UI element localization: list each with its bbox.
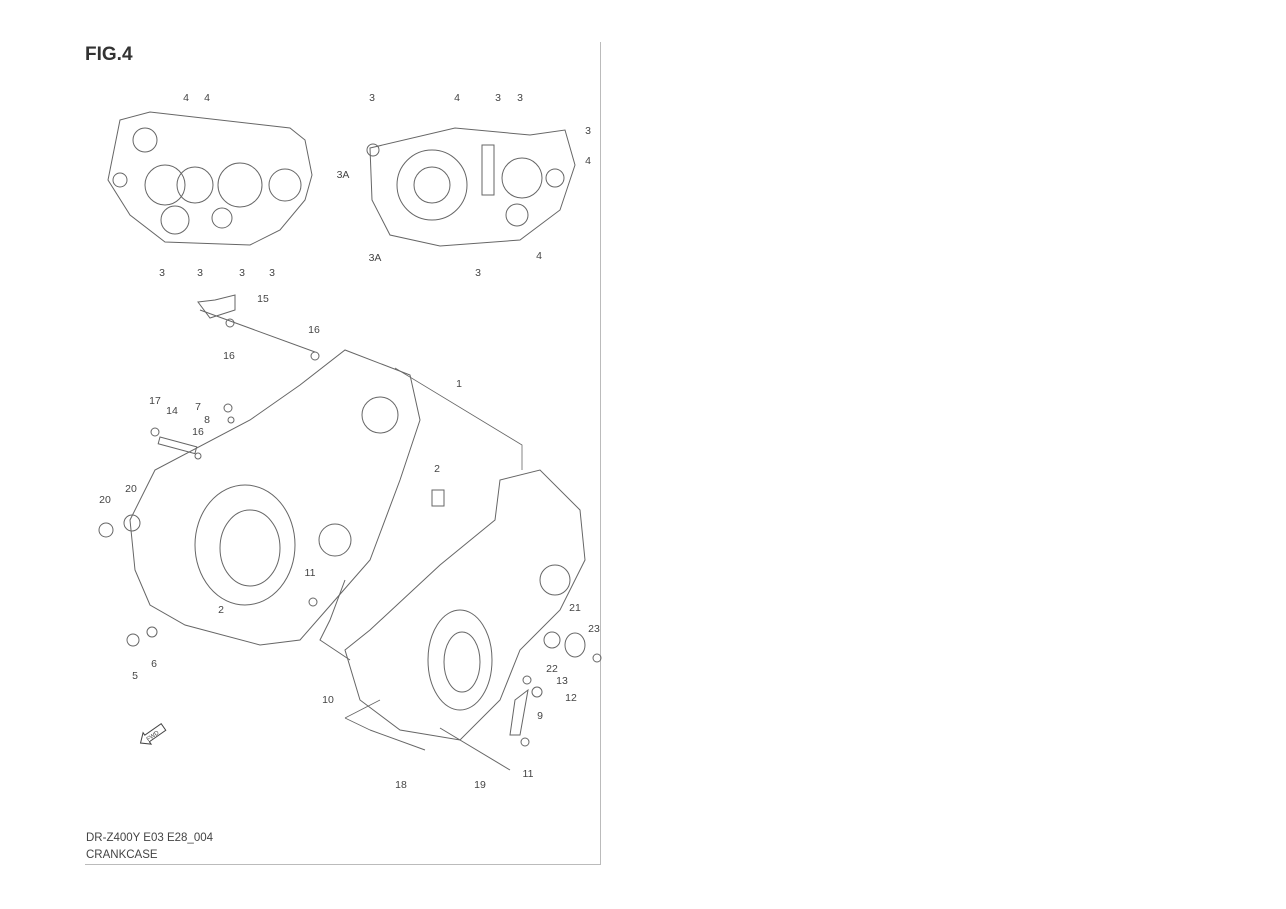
- callout-18: 18: [395, 779, 407, 791]
- callout-15: 15: [257, 293, 269, 305]
- callout-2: 2: [434, 463, 440, 475]
- callout-3: 3: [585, 125, 591, 137]
- callout-4: 4: [585, 155, 591, 167]
- callout-3: 3: [269, 267, 275, 279]
- callout-20: 20: [99, 494, 111, 506]
- callout-20: 20: [125, 483, 137, 495]
- callout-8: 8: [204, 414, 210, 426]
- callout-2: 2: [218, 604, 224, 616]
- callout-16: 16: [192, 426, 204, 438]
- callout-11: 11: [523, 768, 534, 780]
- callout-1: 1: [456, 378, 462, 390]
- callout-3: 3: [197, 267, 203, 279]
- figure-caption: CRANKCASE: [86, 849, 158, 861]
- figure-title: FIG.4: [85, 44, 133, 65]
- callout-11: 11: [305, 567, 316, 579]
- callout-3: 3: [495, 92, 501, 104]
- callout-3: 3: [369, 92, 375, 104]
- loose-parts: [98, 294, 602, 771]
- callout-19: 19: [474, 779, 486, 791]
- callout-3: 3: [517, 92, 523, 104]
- callout-3: 3: [239, 267, 245, 279]
- callout-16: 16: [223, 350, 235, 362]
- callout-7: 7: [195, 401, 201, 413]
- callout-4: 4: [536, 250, 542, 262]
- callout-4: 4: [183, 92, 189, 104]
- callout-10: 10: [322, 694, 334, 706]
- model-code: DR-Z400Y E03 E28_004: [86, 832, 214, 844]
- callout-16: 16: [308, 324, 320, 336]
- callout-3: 3: [159, 267, 165, 279]
- callout-3: 3: [475, 267, 481, 279]
- callout-4: 4: [204, 92, 210, 104]
- crankcase-left-half: [129, 349, 421, 661]
- callout-3A: 3A: [337, 169, 350, 181]
- callout-6: 6: [151, 658, 157, 670]
- callout-17: 17: [149, 395, 161, 407]
- crankcase-right-half: [344, 469, 586, 741]
- callout-21: 21: [569, 602, 581, 614]
- callout-9: 9: [537, 710, 543, 722]
- callout-12: 12: [565, 692, 577, 704]
- crankcase-left-inner-view: [107, 111, 313, 246]
- callout-13: 13: [556, 675, 568, 687]
- frame-bottom-rule: [85, 864, 600, 865]
- callout-4: 4: [454, 92, 460, 104]
- callout-3A: 3A: [369, 252, 382, 264]
- crankcase-right-inner-view: [366, 127, 576, 247]
- callout-23: 23: [588, 623, 600, 635]
- forward-direction-arrow: FWD: [139, 722, 167, 745]
- callout-5: 5: [132, 670, 138, 682]
- frame-divider: [600, 42, 601, 865]
- callout-22: 22: [546, 663, 558, 675]
- callout-14: 14: [166, 405, 178, 417]
